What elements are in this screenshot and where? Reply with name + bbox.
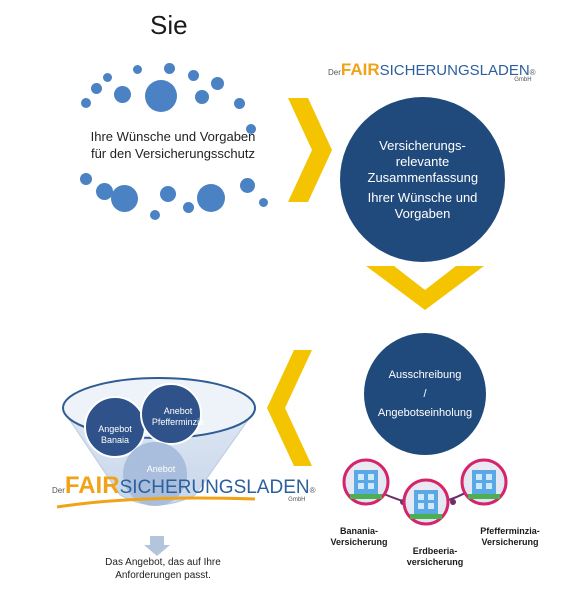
- building-icon: [342, 458, 390, 506]
- insurer-label-pfefferminzia: Pfefferminzia-Versicherung: [480, 526, 540, 547]
- chevron-left-icon: [267, 350, 312, 466]
- arrow-down-icon: [144, 536, 170, 556]
- chevron-right-icon: [288, 98, 332, 202]
- title-sie: Sie: [150, 10, 188, 40]
- logo-swoosh: [56, 496, 256, 509]
- insurer-label-banania: Banania-Versicherung: [330, 526, 388, 547]
- building-icon: [402, 478, 450, 526]
- dot-ring: [0, 0, 300, 240]
- customer-wishes-text: Ihre Wünsche und Vorgaben für den Versic…: [90, 129, 256, 161]
- chevron-down-icon: [366, 266, 484, 310]
- offer-banania: Angebot Banaia: [98, 424, 132, 445]
- insurer-label-erdbeeria: Erdbeeria-versicherung: [406, 546, 464, 567]
- company-logo-bottom: DerFAIRSICHERUNGSLADEN® GmbH: [52, 472, 316, 503]
- tender-circle: Ausschreibung / Angebotseinholung: [364, 333, 486, 455]
- result-text: Das Angebot, das auf Ihre Anforderungen …: [105, 557, 221, 581]
- company-logo-top: DerFAIRSICHERUNGSLADEN® GmbH: [328, 60, 536, 83]
- insurer-icons: [342, 458, 508, 526]
- funnel: [62, 377, 256, 506]
- offer-bottom: Anebot: [146, 464, 176, 474]
- summary-circle: Versicherungs-relevante Zusammenfassung …: [340, 97, 505, 262]
- offer-pfefferminzia: Anebot Pfefferminzia: [151, 406, 205, 427]
- building-icon: [460, 458, 508, 506]
